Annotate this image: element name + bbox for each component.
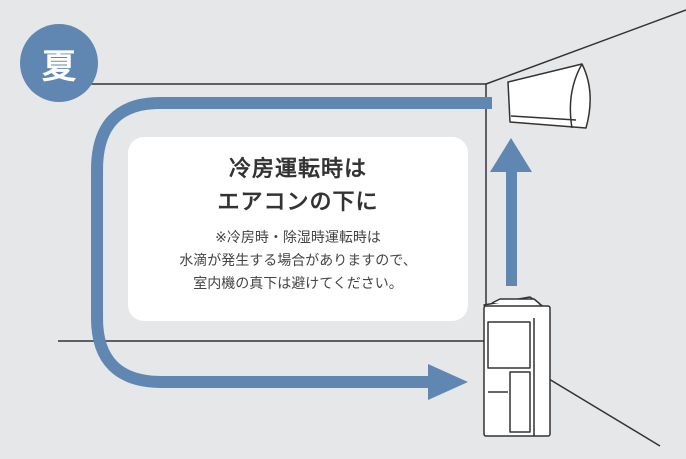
note-body-line-1: ※冷房時・除湿時運転時は [215,230,381,246]
air-conditioner-icon [507,63,591,129]
note-title: 冷房運転時は エアコンの下に [128,137,468,219]
arrowhead-up [490,138,532,172]
ceiling-right-line [485,9,686,85]
note-body-line-2: 水滴が発生する場合がありますので、 [179,253,417,269]
note-body-line-3: 室内機の真下は避けてください。 [193,276,403,292]
placement-note-card: 冷房運転時は エアコンの下に ※冷房時・除湿時運転時は 水滴が発生する場合があり… [128,137,468,321]
note-body: ※冷房時・除湿時運転時は 水滴が発生する場合がありますので、 室内機の真下は避け… [128,227,468,296]
airflow-arrow-up [490,138,532,286]
note-title-line-1: 冷房運転時は [228,157,367,182]
dehumidifier-icon [483,296,551,437]
arrowhead-right [428,364,468,400]
season-badge-summer: 夏 [20,24,98,102]
note-title-line-2: エアコンの下に [217,190,379,215]
airflow-arrow-loop [91,97,492,400]
